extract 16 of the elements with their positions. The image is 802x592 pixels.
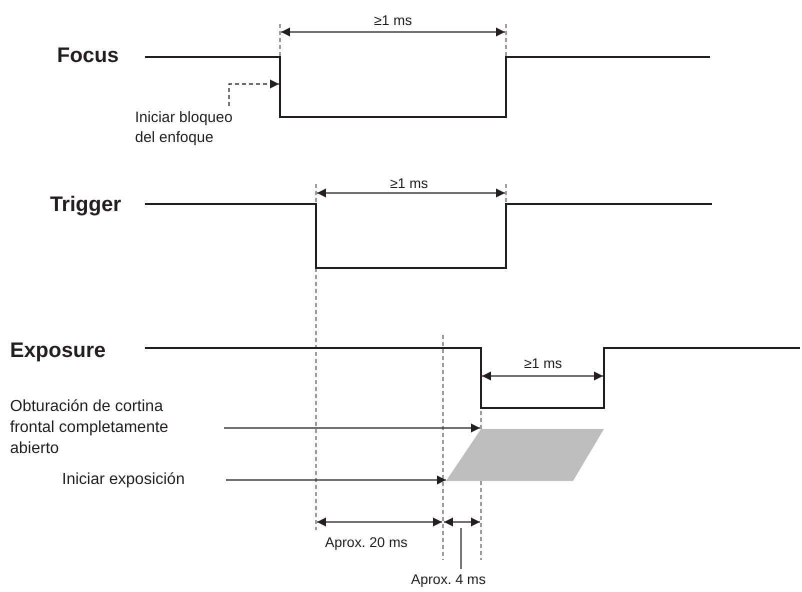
annotation-text: Obturación de cortina frontal completamente abierto (10, 396, 188, 459)
leader-line (460, 528, 462, 569)
annotation-text: Aprox. 4 ms (411, 570, 515, 588)
arrow (228, 80, 279, 106)
arrow (226, 476, 446, 484)
dimension-label: ≥1 ms (372, 12, 414, 28)
annotation-text: Iniciar exposición (62, 469, 222, 490)
signal-name: Exposure (10, 339, 106, 363)
exposure-area (446, 429, 604, 481)
dimension-label: ≥1 ms (522, 355, 564, 371)
signal-name: Trigger (50, 193, 122, 217)
dimension-label: ≥1 ms (388, 175, 430, 191)
arrow (224, 424, 480, 432)
annotation-text: Iniciar bloqueo del enfoque (135, 108, 247, 148)
signal-name: Focus (57, 44, 119, 68)
dimension-label: Aprox. 20 ms (323, 534, 410, 550)
